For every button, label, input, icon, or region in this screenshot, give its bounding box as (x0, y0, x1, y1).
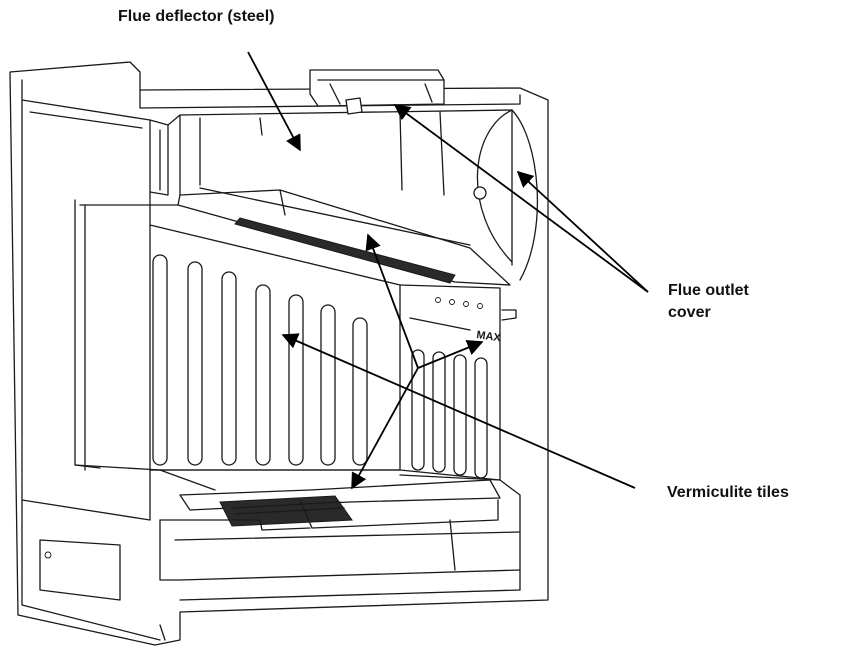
label-vermiculite-tiles: Vermiculite tiles (667, 484, 789, 501)
leader-flue-outlet-side (516, 170, 649, 293)
flue-deflector (79, 187, 511, 286)
label-flue-outlet-cover: Flue outlet cover (668, 280, 749, 324)
label-flue-outlet-line1: Flue outlet (668, 282, 749, 299)
leader-flue-deflector (247, 51, 301, 152)
stove-outer-frame (9, 61, 549, 646)
leader-lines (247, 51, 649, 490)
stove-floor-grate (39, 464, 521, 641)
leader-flue-outlet-top (393, 104, 649, 293)
label-flue-deflector: Flue deflector (steel) (118, 8, 275, 25)
leader-verm-back (281, 333, 636, 489)
leader-verm-deflector (365, 233, 419, 369)
leader-verm-floor (351, 367, 419, 490)
leader-verm-right (417, 339, 484, 369)
label-flue-outlet-line2: cover (668, 304, 711, 321)
stove-top-chamber (167, 69, 539, 281)
